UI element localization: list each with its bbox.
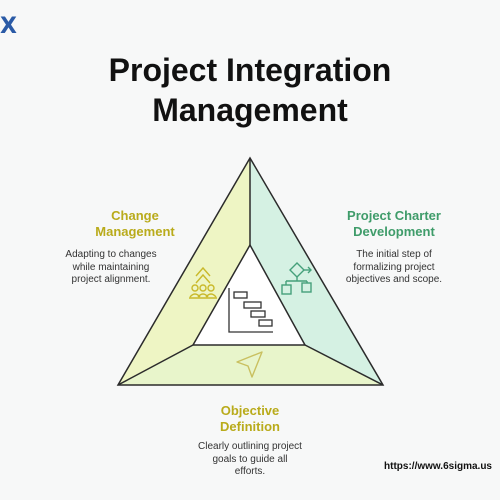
charter-heading: Project Charter Development xyxy=(334,208,454,240)
charter-desc-line-1: The initial step of xyxy=(356,249,432,260)
objective-desc-line-1: Clearly outlining project xyxy=(198,441,302,452)
title-line-1: Project Integration xyxy=(108,52,392,88)
charter-heading-line-1: Project Charter xyxy=(347,208,441,223)
title-line-2: Management xyxy=(152,92,348,128)
bottom-face xyxy=(118,345,383,385)
outer-triangle xyxy=(116,156,385,386)
change-heading-line-2: Management xyxy=(95,224,175,239)
objective-desc-line-3: efforts. xyxy=(234,466,266,477)
page-title: Project Integration Management xyxy=(0,50,500,130)
objective-desc: Clearly outlining project goals to guide… xyxy=(180,441,320,479)
charter-desc-line-3: objectives and scope. xyxy=(345,274,443,285)
team-hierarchy-icon xyxy=(189,266,217,299)
objective-desc-line-2: goals to guide all xyxy=(212,453,288,465)
edge-left xyxy=(117,344,194,386)
charter-desc-line-2: formalizing project xyxy=(353,261,435,273)
change-desc-line-3: project alignment. xyxy=(71,274,151,285)
charter-desc: The initial step of formalizing project … xyxy=(334,249,454,287)
flowchart-icon xyxy=(281,262,312,295)
change-desc-line-2: while maintaining xyxy=(72,261,150,273)
footer-url[interactable]: https://www.6sigma.us xyxy=(384,461,492,472)
gantt-chart-icon xyxy=(228,288,273,333)
change-desc-line-1: Adapting to changes xyxy=(65,249,157,260)
inner-triangle xyxy=(191,243,307,346)
change-heading-line-1: Change xyxy=(111,208,159,223)
change-management-desc: Adapting to changes while maintaining pr… xyxy=(52,249,170,287)
change-management-heading: Change Management xyxy=(80,208,190,240)
edge-right xyxy=(304,344,384,386)
objective-heading: Objective Definition xyxy=(190,403,310,435)
charter-heading-line-2: Development xyxy=(353,224,435,239)
objective-heading-line-2: Definition xyxy=(220,419,280,434)
pointer-arrow-icon xyxy=(236,351,263,378)
objective-heading-line-1: Objective xyxy=(220,403,280,418)
brand-logo: X xyxy=(0,14,17,39)
